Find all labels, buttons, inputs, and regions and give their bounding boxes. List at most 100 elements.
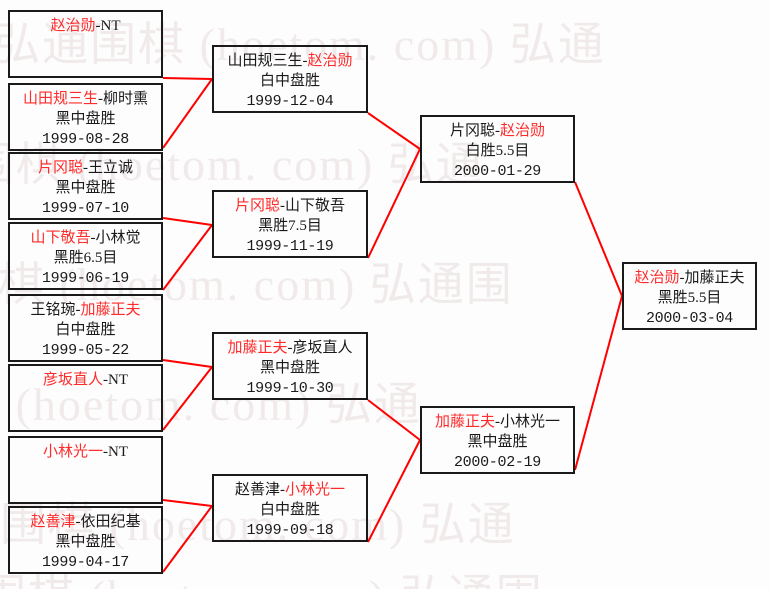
player-left: 赵治勋	[634, 270, 680, 286]
match-players: 山下敬吾-小林觉	[10, 228, 161, 248]
player-right: NT	[108, 372, 128, 388]
player-right: 赵治勋	[307, 53, 353, 69]
player-separator: -	[302, 53, 308, 69]
match-result: 黑中盘胜	[55, 180, 116, 197]
match-players: 山田规三生-柳时熏	[10, 89, 161, 109]
match-result: 白中盘胜	[55, 322, 116, 339]
player-left: 小林光一	[42, 444, 103, 460]
match-date: 1999-05-22	[41, 341, 129, 359]
player-right: 依田纪基	[80, 514, 141, 530]
player-separator: -	[495, 414, 500, 430]
connector-r2m4-r3m2	[367, 439, 421, 543]
match-players: 山田规三生-赵治勋	[214, 51, 366, 71]
connector-r1m6-r2m3	[162, 366, 213, 431]
player-left: 王铭琬	[30, 302, 76, 318]
player-right: 小林光一	[285, 482, 346, 498]
match-players: 赵治勋-NT	[10, 16, 161, 36]
player-left: 山下敬吾	[30, 230, 91, 246]
player-separator: -	[98, 91, 103, 107]
player-left: 加藤正夫	[227, 340, 288, 356]
player-right: 小林光一	[500, 414, 561, 430]
connector-r1m7-r2m4	[162, 499, 213, 507]
match-result: 黑中盘胜	[55, 111, 116, 128]
match-box-r1-m8[interactable]: 赵善津-依田纪基黑中盘胜 1999-04-17	[8, 506, 163, 574]
match-box-r4-m1[interactable]: 赵治勋-加藤正夫黑胜5.5目 2000-03-04	[622, 262, 757, 330]
match-result: 黑中盘胜	[467, 434, 528, 451]
match-players: 彦坂直人-NT	[10, 370, 161, 390]
player-right: NT	[108, 444, 128, 460]
match-date: 1999-09-18	[246, 521, 334, 539]
connector-r3m2-final	[574, 295, 623, 471]
match-players: 小林光一-NT	[10, 442, 161, 462]
player-separator: -	[103, 372, 108, 388]
player-right: 加藤正夫	[80, 302, 141, 318]
match-players: 片冈聪-赵治勋	[422, 121, 573, 141]
player-left: 赵治勋	[50, 18, 96, 34]
match-date: 1999-07-10	[41, 199, 129, 217]
match-date: 1999-04-17	[41, 553, 129, 571]
connector-r2m3-r3m2	[367, 399, 421, 441]
match-players: 赵治勋-加藤正夫	[624, 268, 755, 288]
match-players: 加藤正夫-彦坂直人	[214, 338, 366, 358]
match-result: 黑胜5.5目	[657, 290, 722, 307]
match-date: 1999-12-04	[246, 92, 334, 110]
player-separator: -	[83, 160, 88, 176]
player-right: 小林觉	[95, 230, 141, 246]
player-separator: -	[95, 18, 101, 34]
player-separator: -	[103, 444, 108, 460]
match-date: 2000-02-19	[453, 453, 541, 471]
match-box-r2-m2[interactable]: 片冈聪-山下敬吾黑胜7.5目 1999-11-19	[212, 190, 368, 258]
connector-r1m1-r2m1	[162, 77, 213, 80]
match-result: 黑中盘胜	[55, 534, 116, 551]
player-right: 王立诚	[88, 160, 134, 176]
connector-r1m5-r2m3	[162, 359, 213, 368]
player-separator: -	[280, 198, 285, 214]
player-separator: -	[287, 340, 293, 356]
match-players: 赵善津-小林光一	[214, 480, 366, 500]
player-left: 片冈聪	[234, 198, 280, 214]
match-date: 1999-10-30	[246, 379, 334, 397]
player-left: 山田规三生	[227, 53, 303, 69]
player-right: 彦坂直人	[292, 340, 353, 356]
player-right: 柳时熏	[103, 91, 149, 107]
match-date: 1999-08-28	[41, 130, 129, 148]
match-box-r1-m1[interactable]: 赵治勋-NT	[8, 10, 163, 78]
player-separator: -	[90, 230, 96, 246]
player-left: 片冈聪	[37, 160, 83, 176]
match-result: 黑胜6.5目	[53, 250, 118, 267]
player-separator: -	[495, 123, 500, 139]
connector-r1m2-r2m1	[162, 78, 213, 149]
match-players: 加藤正夫-小林光一	[422, 412, 573, 432]
player-separator: -	[75, 514, 81, 530]
match-date: 2000-03-04	[645, 309, 733, 327]
player-separator: -	[280, 482, 285, 498]
connector-r2m2-r3m1	[367, 148, 421, 259]
match-result: 黑胜7.5目	[258, 218, 322, 235]
player-separator: -	[679, 270, 685, 286]
match-players: 赵善津-依田纪基	[10, 512, 161, 532]
connector-r3m1-final	[574, 181, 623, 297]
match-box-r1-m6[interactable]: 彦坂直人-NT	[8, 364, 163, 432]
player-left: 加藤正夫	[434, 414, 495, 430]
match-result: 白中盘胜	[259, 73, 320, 90]
player-right: 山下敬吾	[285, 198, 346, 214]
player-left: 片冈聪	[449, 123, 495, 139]
player-left: 赵善津	[234, 482, 280, 498]
player-right: 赵治勋	[500, 123, 546, 139]
match-date: 2000-01-29	[453, 162, 541, 180]
connector-r1m8-r2m4	[162, 505, 213, 573]
match-players: 片冈聪-王立诚	[10, 158, 161, 178]
player-left: 山田规三生	[22, 91, 98, 107]
match-date: 1999-11-19	[246, 237, 334, 255]
match-box-r1-m7[interactable]: 小林光一-NT	[8, 436, 163, 504]
match-result: 白中盘胜	[259, 502, 320, 519]
